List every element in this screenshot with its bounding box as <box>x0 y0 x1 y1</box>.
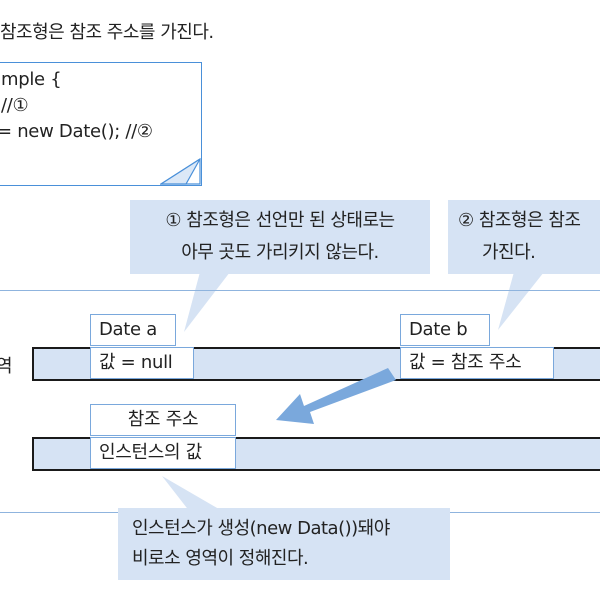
callout-declared-only: ① 참조형은 선언만 된 상태로는 아무 곳도 가리키지 않는다. <box>130 200 430 274</box>
reference-arrow <box>276 368 396 424</box>
var-b-name: Date b <box>400 314 490 346</box>
note-pointer <box>162 476 224 512</box>
code-line-2: //① <box>1 95 29 116</box>
divider-top <box>0 290 600 291</box>
instance-address: 참조 주소 <box>90 404 236 436</box>
var-a-value: 값 = null <box>90 347 194 379</box>
note-line-1: 인스턴스가 생성(new Data())돼야 <box>132 518 390 539</box>
var-b-value: 값 = 참조 주소 <box>400 347 554 379</box>
code-line-3: = new Date(); //② <box>0 121 153 142</box>
callout-1-line-2: 아무 곳도 가리키지 않는다. <box>181 242 379 263</box>
var-a-name: Date a <box>90 314 176 346</box>
code-line-1: mple { <box>1 69 62 90</box>
code-box: mple { //① = new Date(); //② <box>0 62 202 186</box>
diagram-heading: 참조형은 참조 주소를 가진다. <box>0 22 214 43</box>
callout-1-line-1: ① 참조형은 선언만 된 상태로는 <box>165 210 395 231</box>
memory-area-label: 역 <box>0 356 13 377</box>
instance-value: 인스턴스의 값 <box>90 437 236 469</box>
callout-1-pointer <box>184 272 230 332</box>
instance-creation-note: 인스턴스가 생성(new Data())돼야 비로소 영역이 정해진다. <box>118 508 450 580</box>
note-line-2: 비로소 영역이 정해진다. <box>132 548 309 569</box>
callout-holds-reference: ② 참조형은 참조 가진다. <box>448 200 600 274</box>
page-fold-corner <box>160 158 201 185</box>
callout-2-pointer <box>498 272 544 330</box>
callout-2-line-1: ② 참조형은 참조 <box>458 210 581 231</box>
callout-2-line-2: 가진다. <box>482 242 536 263</box>
